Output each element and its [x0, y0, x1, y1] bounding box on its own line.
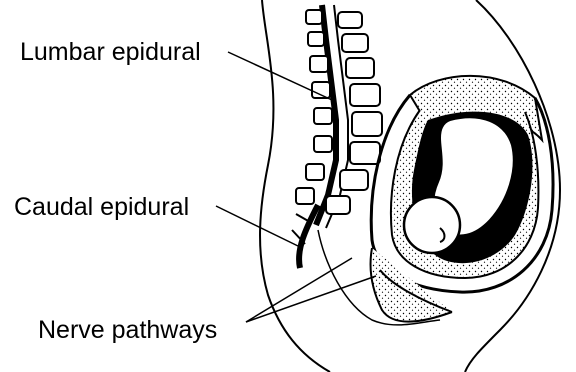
caudal-leader: [216, 206, 298, 246]
lumbar-epidural-label: Lumbar epidural: [20, 40, 201, 65]
nerve-pathways-label: Nerve pathways: [38, 318, 217, 343]
vertebral-column: [292, 5, 382, 268]
fetal-head: [404, 197, 460, 253]
caudal-epidural-label: Caudal epidural: [14, 195, 189, 220]
